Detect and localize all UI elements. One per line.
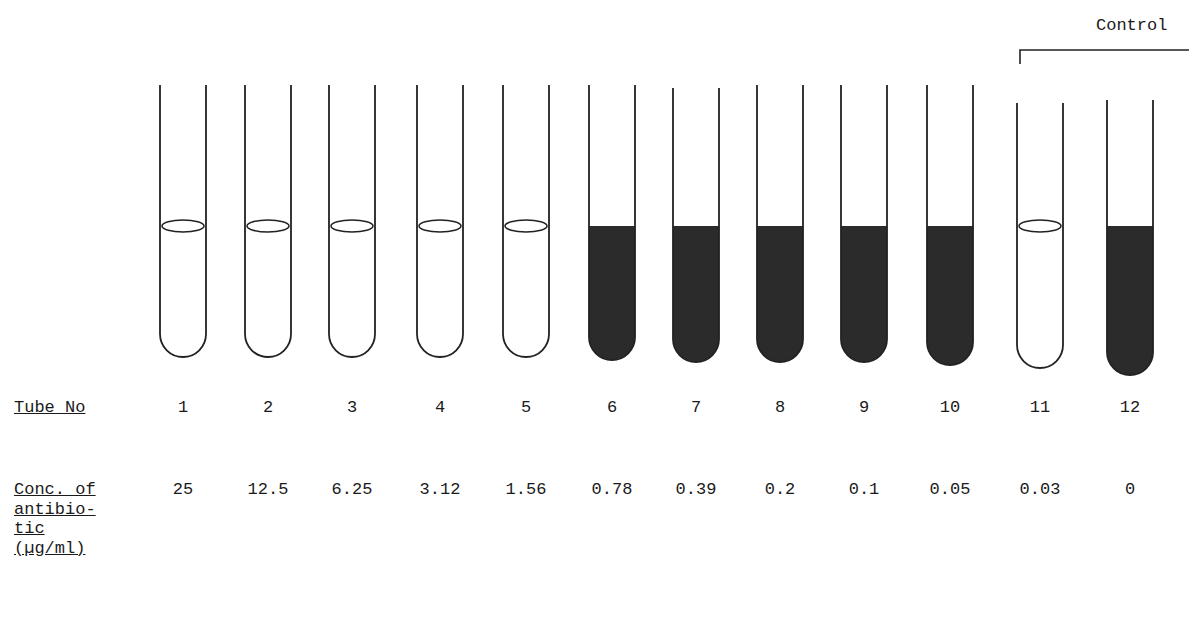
tube-glass bbox=[927, 85, 973, 365]
turbid-broth bbox=[673, 226, 719, 362]
row-heading: Tube No bbox=[14, 398, 85, 418]
test-tube bbox=[841, 85, 887, 362]
tube-number: 10 bbox=[940, 398, 960, 418]
concentration-value: 0.2 bbox=[765, 480, 796, 500]
concentration-value: 12.5 bbox=[248, 480, 289, 500]
tube-number: 2 bbox=[263, 398, 273, 418]
tube-glass bbox=[417, 85, 463, 357]
tube-number: 11 bbox=[1030, 398, 1050, 418]
tube-glass bbox=[245, 85, 291, 357]
test-tubes bbox=[160, 85, 1153, 375]
concentration-value: 6.25 bbox=[332, 480, 373, 500]
tube-number: 3 bbox=[347, 398, 357, 418]
row-heading: Conc. of antibio- tic (µg/ml) bbox=[14, 480, 96, 558]
test-tube bbox=[927, 85, 973, 365]
turbid-broth bbox=[757, 226, 803, 362]
tube-glass bbox=[841, 85, 887, 362]
tube-glass bbox=[1017, 103, 1063, 368]
tube-glass bbox=[160, 85, 206, 357]
clear-broth-meniscus bbox=[505, 220, 547, 232]
tube-glass bbox=[757, 85, 803, 362]
test-tube bbox=[503, 85, 549, 357]
clear-broth-meniscus bbox=[331, 220, 373, 232]
clear-broth-meniscus bbox=[1019, 220, 1061, 232]
concentration-value: 0 bbox=[1125, 480, 1135, 500]
tube-glass bbox=[673, 88, 719, 362]
concentration-value: 0.1 bbox=[849, 480, 880, 500]
tube-number: 6 bbox=[607, 398, 617, 418]
concentration-value: 0.39 bbox=[676, 480, 717, 500]
concentration-value: 0.78 bbox=[592, 480, 633, 500]
test-tube bbox=[1107, 100, 1153, 375]
tube-number: 5 bbox=[521, 398, 531, 418]
concentration-value: 1.56 bbox=[506, 480, 547, 500]
concentration-value: 0.05 bbox=[930, 480, 971, 500]
concentration-value: 25 bbox=[173, 480, 193, 500]
clear-broth-meniscus bbox=[162, 220, 204, 232]
tube-glass bbox=[589, 85, 635, 360]
test-tube bbox=[245, 85, 291, 357]
tube-number: 4 bbox=[435, 398, 445, 418]
tube-number: 9 bbox=[859, 398, 869, 418]
tube-glass bbox=[503, 85, 549, 357]
turbid-broth bbox=[1107, 226, 1153, 375]
tube-number: 12 bbox=[1120, 398, 1140, 418]
clear-broth-meniscus bbox=[419, 220, 461, 232]
clear-broth-meniscus bbox=[247, 220, 289, 232]
test-tube bbox=[160, 85, 206, 357]
concentration-value: 0.03 bbox=[1020, 480, 1061, 500]
test-tube bbox=[329, 85, 375, 357]
test-tube bbox=[757, 85, 803, 362]
tube-glass bbox=[329, 85, 375, 357]
test-tube bbox=[589, 85, 635, 360]
concentration-value: 3.12 bbox=[420, 480, 461, 500]
test-tube bbox=[417, 85, 463, 357]
tube-number: 1 bbox=[178, 398, 188, 418]
test-tube bbox=[673, 88, 719, 362]
turbid-broth bbox=[589, 226, 635, 360]
control-label: Control bbox=[1096, 16, 1167, 36]
turbid-broth bbox=[841, 226, 887, 362]
tube-number: 7 bbox=[691, 398, 701, 418]
turbid-broth bbox=[927, 226, 973, 365]
tube-number: 8 bbox=[775, 398, 785, 418]
tube-glass bbox=[1107, 100, 1153, 375]
test-tube bbox=[1017, 103, 1063, 368]
control-bracket bbox=[1020, 50, 1189, 64]
